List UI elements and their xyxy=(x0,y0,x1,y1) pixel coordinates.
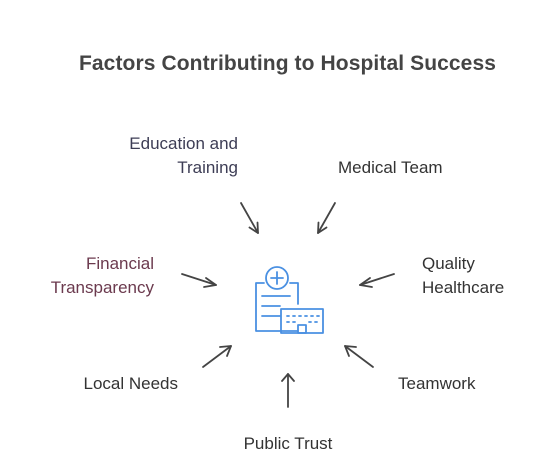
factor-quality-line1: Quality xyxy=(422,254,475,273)
factor-local-needs-line1: Local Needs xyxy=(83,374,178,393)
factor-financial-line1: Financial xyxy=(85,254,154,273)
factor-financial-line2: Transparency xyxy=(50,278,154,297)
arrow-from-public-trust xyxy=(281,373,295,408)
hospital-icon xyxy=(255,266,324,334)
diagram-title: Factors Contributing to Hospital Success xyxy=(78,52,497,75)
factor-financial-transparency: Financial Transparency xyxy=(51,252,154,300)
factor-teamwork: Teamwork xyxy=(398,372,475,396)
factor-quality-line2: Healthcare xyxy=(422,278,505,297)
factor-local-needs: Local Needs xyxy=(83,372,178,396)
arrow-from-medical-team xyxy=(317,202,336,234)
factor-education-training: Education and Training xyxy=(129,132,238,180)
arrow-from-financial xyxy=(181,273,217,288)
factor-public-trust: Public Trust xyxy=(188,432,388,456)
arrow-from-local-needs xyxy=(202,345,232,368)
arrow-from-teamwork xyxy=(344,345,374,368)
factor-public-trust-line1: Public Trust xyxy=(243,434,333,453)
arrow-from-quality xyxy=(359,273,395,288)
arrow-from-education xyxy=(240,202,259,234)
factor-education-line1: Education and xyxy=(129,134,238,153)
factor-medical-team: Medical Team xyxy=(338,156,443,180)
factor-quality-healthcare: Quality Healthcare xyxy=(422,252,504,300)
factor-medical-team-line1: Medical Team xyxy=(338,158,443,177)
factor-education-line2: Training xyxy=(177,158,238,177)
factor-teamwork-line1: Teamwork xyxy=(398,374,476,393)
